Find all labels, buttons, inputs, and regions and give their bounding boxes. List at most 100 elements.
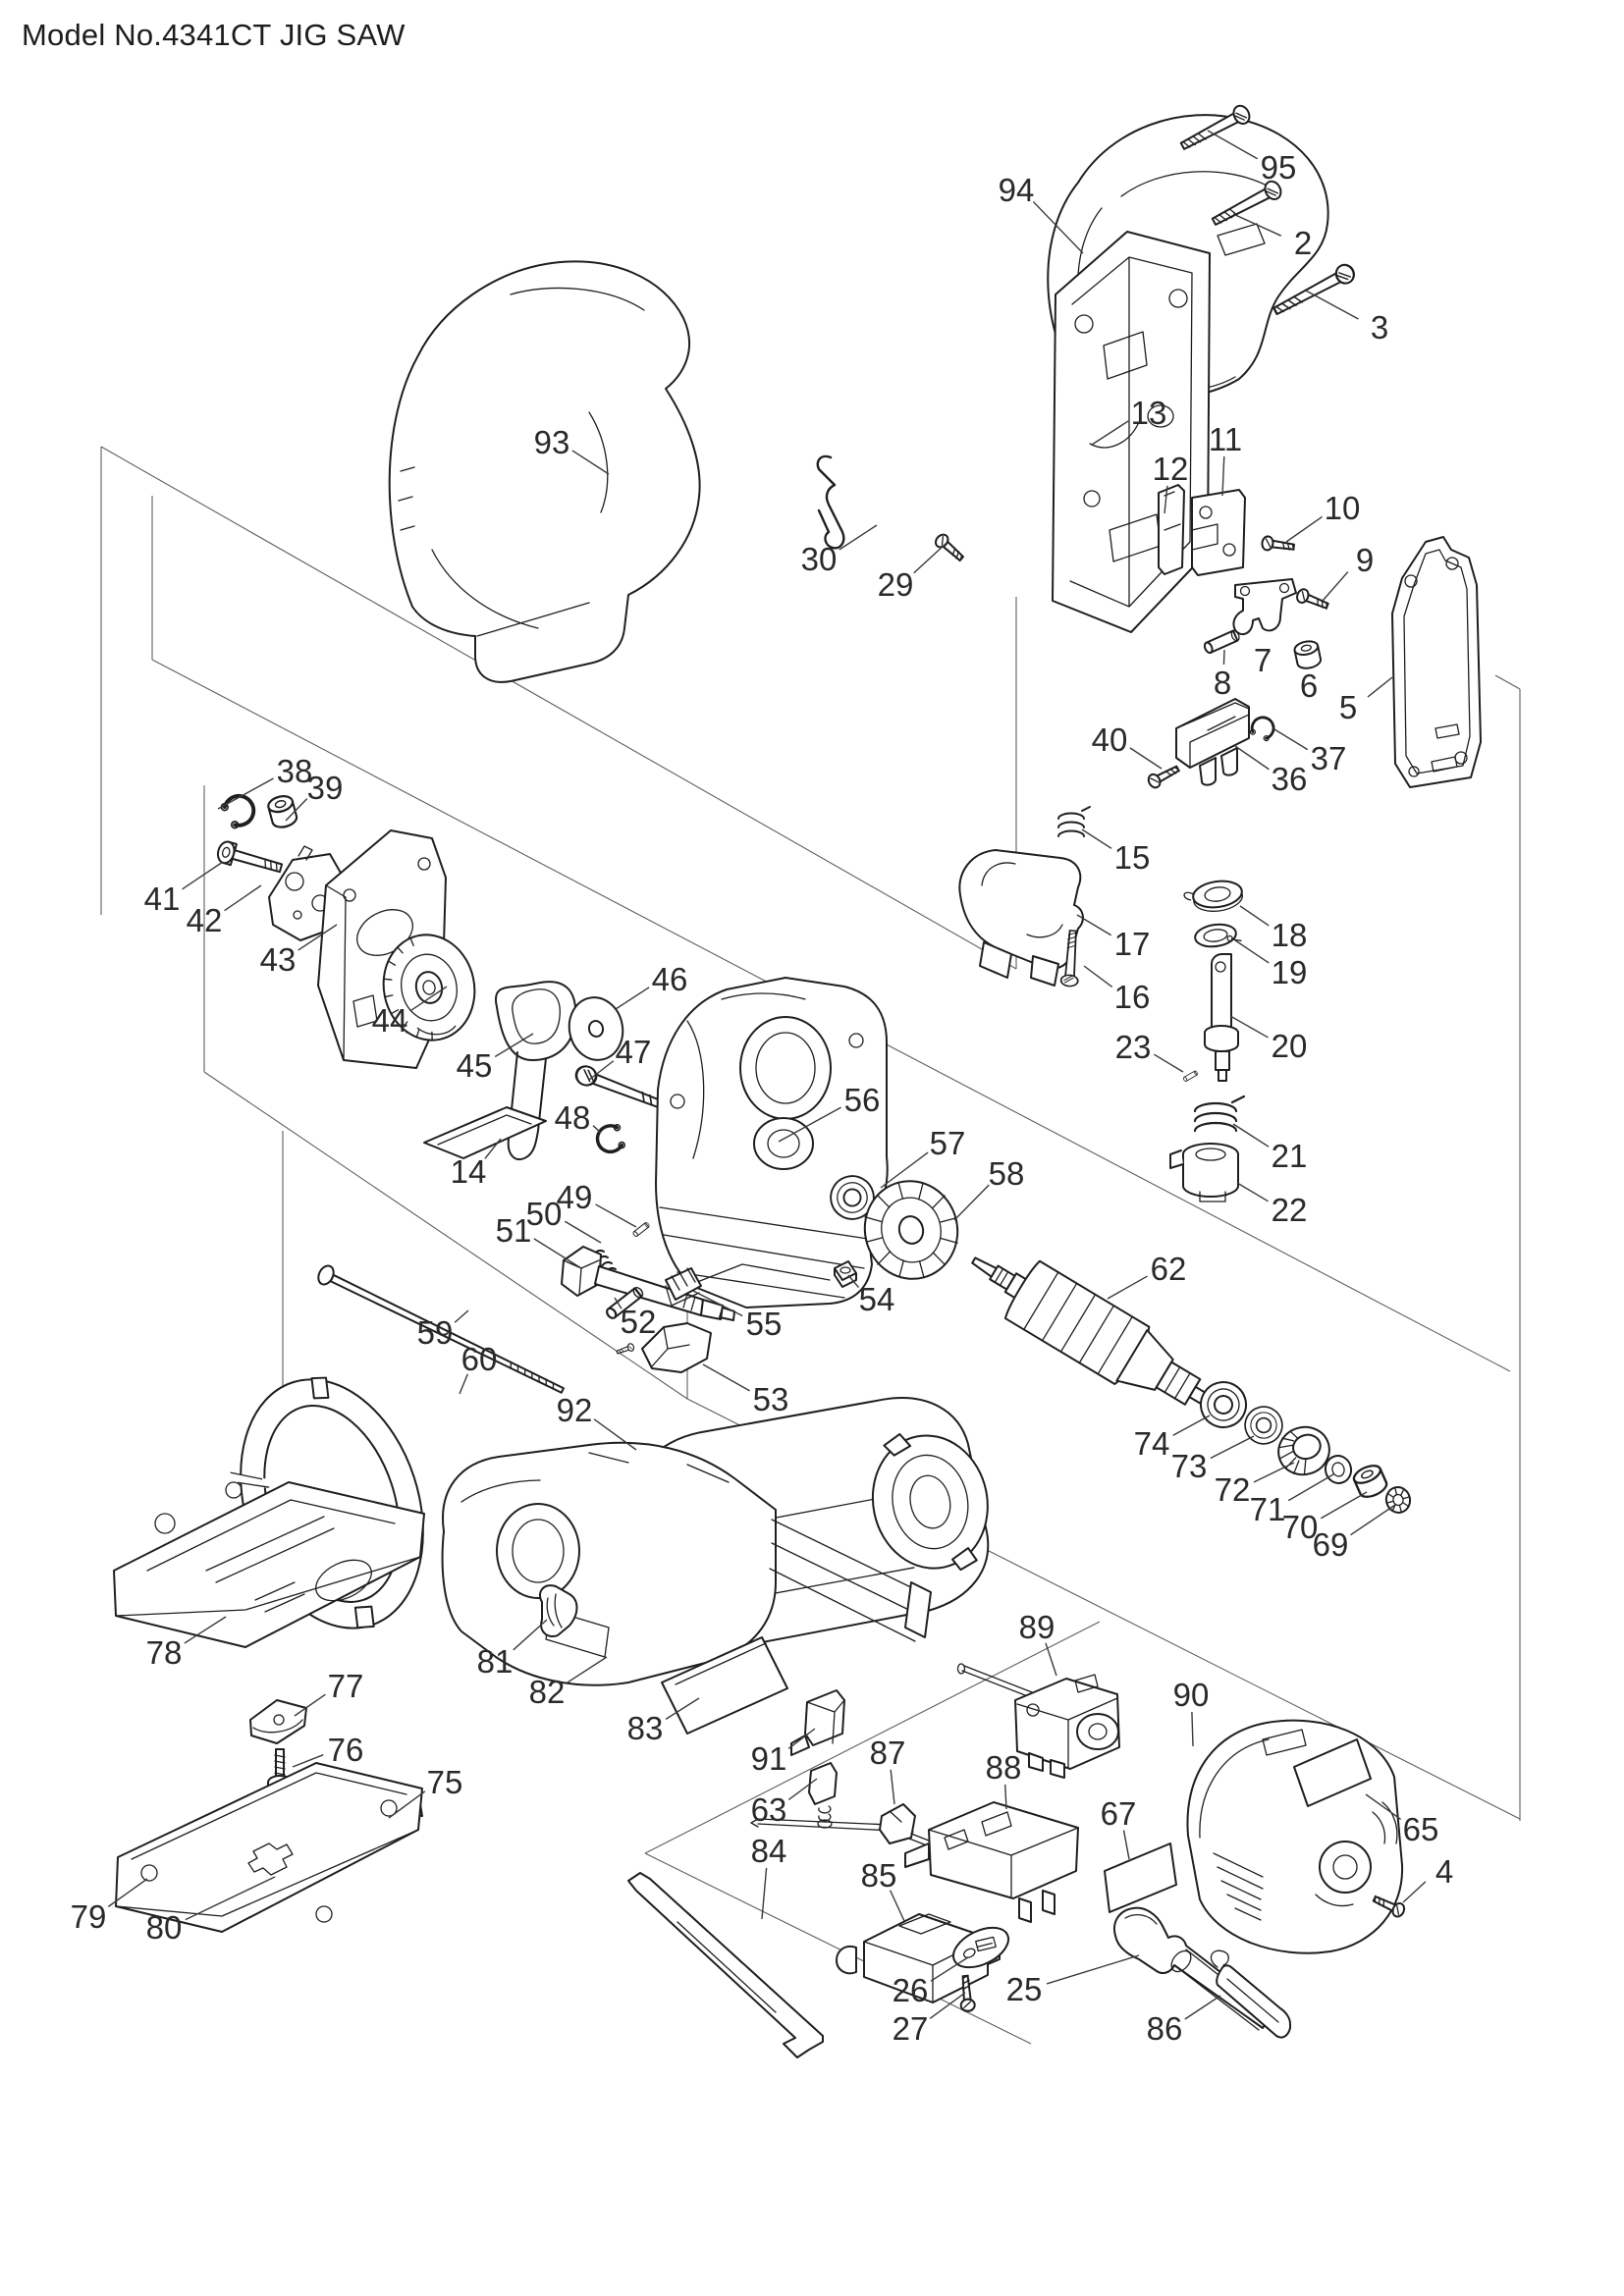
- part-label-41: 41: [144, 881, 181, 917]
- part-label-77: 77: [328, 1668, 364, 1704]
- leader-line-26: [930, 1956, 969, 1982]
- leader-line-15: [1081, 828, 1112, 849]
- part-67-caution-label: [1104, 1842, 1177, 1913]
- leader-line-27: [929, 1992, 966, 2019]
- leader-line-4: [1402, 1881, 1427, 1903]
- part-8-pin: [1202, 628, 1242, 656]
- part-label-25: 25: [1006, 1971, 1043, 2007]
- part-label-90: 90: [1173, 1677, 1210, 1713]
- leader-line-17: [1076, 914, 1112, 936]
- part-label-29: 29: [878, 566, 914, 603]
- leader-line-11: [1221, 455, 1225, 497]
- leader-line-50: [564, 1220, 602, 1244]
- leader-line-67: [1122, 1830, 1130, 1860]
- leader-line-22: [1236, 1182, 1269, 1202]
- part-6-sleeve: [1292, 638, 1324, 671]
- leader-line-78: [184, 1616, 227, 1644]
- leader-line-53: [702, 1363, 750, 1392]
- part-90-motor-rear-cover: [1186, 1719, 1404, 1954]
- part-label-5: 5: [1339, 689, 1357, 725]
- part-48-circlip: [592, 1121, 627, 1157]
- part-label-48: 48: [555, 1099, 591, 1136]
- leader-line-75: [388, 1790, 426, 1819]
- part-label-30: 30: [801, 541, 838, 577]
- part-label-72: 72: [1215, 1471, 1251, 1508]
- part-label-59: 59: [417, 1314, 454, 1351]
- part-86-power-cord: [1210, 1949, 1291, 2039]
- part-label-38: 38: [277, 753, 313, 789]
- part-label-16: 16: [1114, 979, 1151, 1015]
- part-label-12: 12: [1153, 451, 1189, 487]
- leader-line-58: [953, 1184, 990, 1221]
- part-label-80: 80: [146, 1909, 183, 1946]
- leader-line-86: [1184, 1995, 1221, 2020]
- part-65-name-plate: [1293, 1738, 1372, 1807]
- leader-line-52: [614, 1297, 623, 1309]
- leader-line-16: [1083, 965, 1113, 988]
- part-59-long-screw: [317, 1264, 565, 1394]
- part-80-shoe-plate: [115, 1762, 423, 1933]
- part-36-slider: [1175, 698, 1250, 786]
- part-label-82: 82: [529, 1674, 566, 1710]
- leader-line-93: [571, 450, 610, 475]
- part-label-7: 7: [1254, 642, 1272, 678]
- part-label-76: 76: [328, 1732, 364, 1768]
- part-label-56: 56: [844, 1082, 881, 1118]
- leader-line-45: [494, 1033, 534, 1058]
- leader-line-73: [1210, 1435, 1255, 1460]
- part-label-92: 92: [557, 1392, 593, 1428]
- part-label-67: 67: [1101, 1795, 1137, 1832]
- part-label-45: 45: [457, 1047, 493, 1084]
- part-14-plate: [423, 1106, 547, 1159]
- leader-line-40: [1129, 747, 1163, 770]
- part-label-74: 74: [1134, 1425, 1170, 1462]
- leader-line-25: [1046, 1954, 1140, 1985]
- part-label-4: 4: [1435, 1853, 1453, 1890]
- leader-line-14: [484, 1138, 502, 1159]
- part-label-65: 65: [1403, 1811, 1439, 1847]
- part-label-94: 94: [999, 172, 1035, 208]
- part-label-52: 52: [621, 1304, 657, 1340]
- leader-line-95: [1207, 130, 1258, 160]
- diagram-title: Model No.4341CT JIG SAW: [22, 18, 406, 52]
- leader-line-23: [1154, 1053, 1184, 1073]
- leader-line-87: [890, 1769, 895, 1805]
- part-5-gasket: [1391, 536, 1482, 788]
- part-label-27: 27: [893, 2010, 929, 2047]
- part-78-base-upper: [113, 1481, 425, 1648]
- part-label-37: 37: [1311, 740, 1347, 776]
- part-46-washer-gear: [568, 996, 624, 1061]
- part-label-86: 86: [1147, 2010, 1183, 2047]
- part-label-49: 49: [557, 1179, 593, 1215]
- leader-line-88: [1003, 1784, 1007, 1810]
- part-label-85: 85: [861, 1857, 897, 1894]
- leader-line-37: [1273, 728, 1309, 751]
- leader-line-82: [567, 1656, 608, 1683]
- leader-line-44: [409, 986, 448, 1012]
- part-13-switch-housing: [1052, 231, 1211, 633]
- part-29-screw: [932, 531, 968, 565]
- part-label-44: 44: [372, 1002, 408, 1039]
- part-15-spring: [1057, 806, 1091, 837]
- part-label-71: 71: [1250, 1491, 1286, 1527]
- leader-line-48: [592, 1125, 602, 1134]
- part-label-14: 14: [451, 1153, 487, 1190]
- leader-line-59: [454, 1309, 469, 1323]
- part-56-gear-housing: [655, 977, 889, 1308]
- part-11-plate: [1191, 489, 1246, 576]
- leader-line-57: [880, 1151, 929, 1189]
- part-89-controller: [956, 1663, 1120, 1779]
- part-77-rubber-saddle: [249, 1699, 307, 1744]
- part-label-43: 43: [260, 941, 297, 978]
- leader-line-85: [889, 1890, 905, 1922]
- part-label-39: 39: [307, 770, 344, 806]
- leader-line-70: [1320, 1491, 1368, 1520]
- part-label-87: 87: [870, 1735, 906, 1771]
- part-label-69: 69: [1313, 1526, 1349, 1563]
- leader-line-72: [1253, 1462, 1295, 1483]
- part-55-cushion: [665, 1267, 702, 1307]
- part-69-push-nut: [1382, 1483, 1414, 1517]
- part-21-spring: [1193, 1095, 1246, 1133]
- leader-line-94: [1032, 200, 1084, 254]
- part-74-ball-bearing: [1194, 1375, 1253, 1434]
